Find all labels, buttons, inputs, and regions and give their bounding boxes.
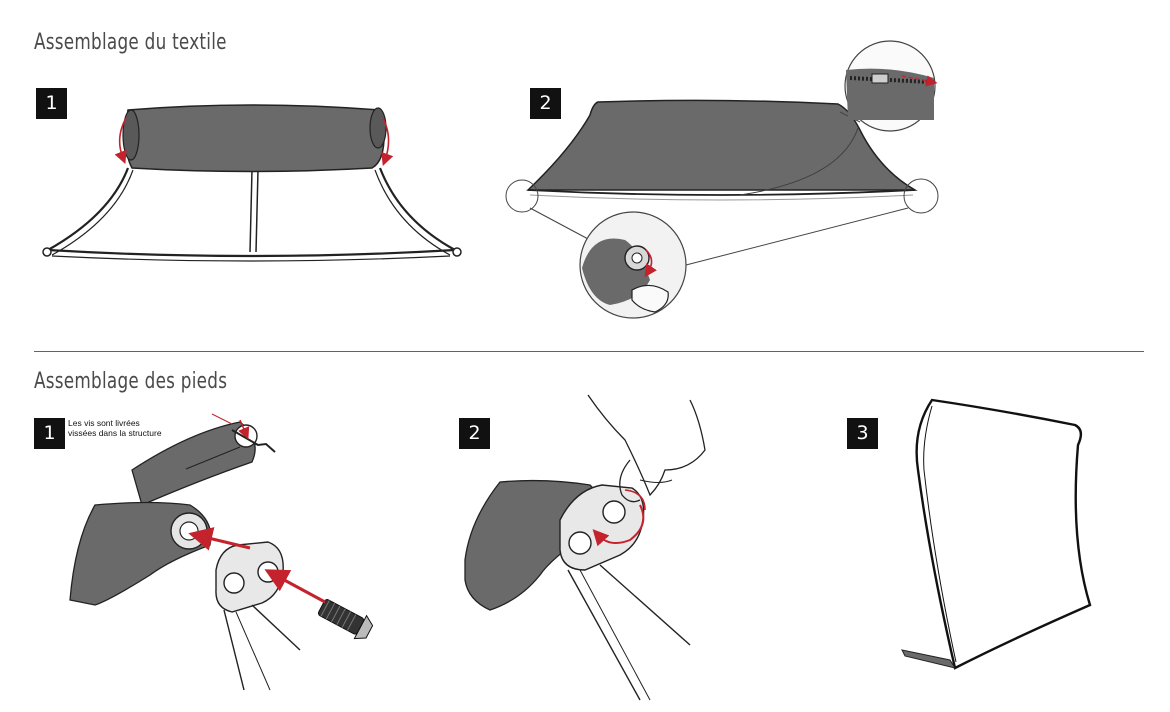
textile-step-2-badge: 2	[530, 88, 561, 119]
textile-step-1-badge: 1	[36, 88, 67, 119]
feet-step2-illustration	[464, 394, 706, 701]
feet-step-2-badge: 2	[459, 418, 490, 449]
section-title-feet: Assemblage des pieds	[34, 369, 228, 394]
textile-step1-illustration	[42, 104, 462, 262]
textile-step2-illustration	[505, 40, 939, 319]
section-title-textile: Assemblage du textile	[34, 30, 227, 55]
feet-step1-illustration	[69, 413, 374, 691]
section-divider	[34, 351, 1144, 352]
screws-note: Les vis sont livrées vissées dans la str…	[68, 418, 162, 438]
feet-step3-illustration	[901, 398, 1092, 670]
feet-step-1-badge: 1	[34, 418, 65, 449]
feet-step-3-badge: 3	[847, 418, 878, 449]
